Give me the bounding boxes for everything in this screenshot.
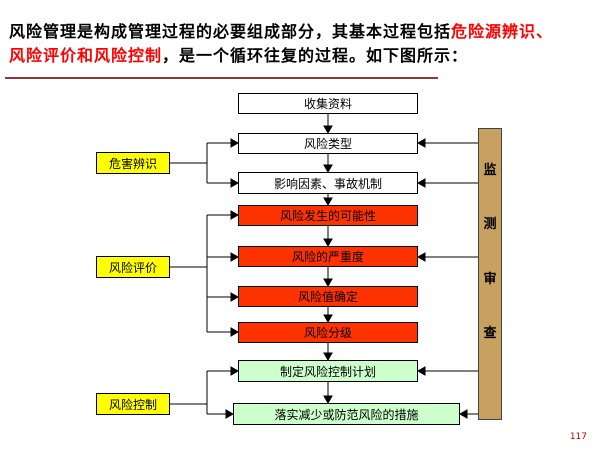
down-arrows (323, 114, 333, 405)
monitor-review-bar: 监 测 审 查 (478, 128, 502, 420)
monitor-char: 审 (483, 271, 497, 287)
title-text-red: 风险评价和风险控制 (9, 46, 163, 65)
flow-box-risk-value: 风险值确定 (238, 286, 418, 307)
monitor-char: 测 (483, 217, 497, 233)
flow-box-risk-likelihood: 风险发生的可能性 (238, 205, 418, 226)
hazard-identification-connectors (170, 138, 240, 188)
title-text-black: ，是一个循环往复的过程。如下图所示： (162, 46, 469, 65)
title-line-2: 风险评价和风险控制，是一个循环往复的过程。如下图所示： (9, 44, 589, 68)
monitor-char: 监 (483, 163, 497, 178)
title-text-red: 危险源辨识、 (451, 22, 554, 41)
flow-box-risk-severity: 风险的严重度 (238, 246, 418, 267)
flow-box-implement-measures: 落实减少或防范风险的措施 (233, 403, 460, 425)
title-underline (5, 77, 438, 79)
title-text-black: 风险管理是构成管理过程的必要组成部分，其基本过程包括 (9, 22, 452, 41)
page-number: 117 (569, 432, 587, 442)
flow-box-control-plan: 制定风险控制计划 (238, 360, 418, 382)
flow-box-risk-grading: 风险分级 (238, 322, 418, 343)
risk-control-connectors (170, 366, 240, 419)
flow-box-collect-data: 收集资料 (238, 93, 418, 114)
phase-box-risk-assessment: 风险评价 (96, 256, 170, 278)
monitor-char: 查 (483, 325, 497, 341)
flow-box-influence-factors: 影响因素、事故机制 (238, 172, 418, 194)
phase-box-risk-control: 风险控制 (96, 393, 170, 415)
flow-box-risk-type: 风险类型 (238, 133, 418, 154)
title-line-1: 风险管理是构成管理过程的必要组成部分，其基本过程包括危险源辨识、 (9, 20, 589, 44)
phase-box-hazard-identification: 危害辨识 (96, 152, 170, 174)
slide-title: 风险管理是构成管理过程的必要组成部分，其基本过程包括危险源辨识、 风险评价和风险… (9, 20, 589, 68)
risk-assessment-connectors (170, 210, 240, 337)
monitor-connectors (416, 138, 478, 419)
